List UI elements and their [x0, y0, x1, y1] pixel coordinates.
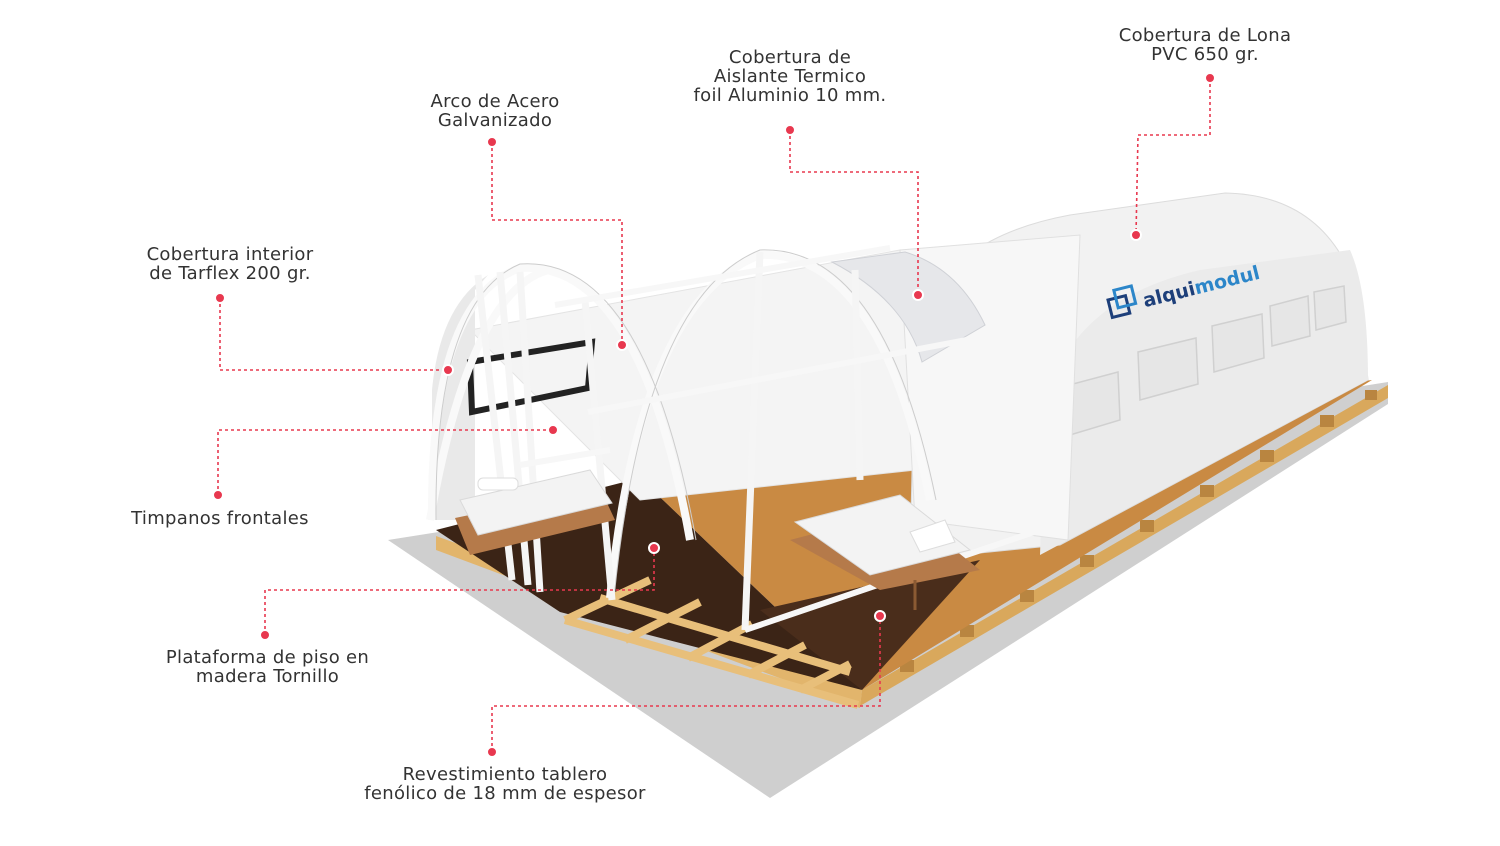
callout-aislante: Cobertura de Aislante Termico foil Alumi… — [660, 48, 920, 105]
callout-line: madera Tornillo — [195, 666, 340, 687]
leader-tarflex — [219, 298, 448, 371]
dot-tarflex-end — [442, 364, 454, 376]
callout-plataforma: Plataforma de piso en madera Tornillo — [135, 648, 400, 686]
dot-revestimiento-top — [486, 746, 498, 758]
callout-line: Arco de Acero — [430, 91, 560, 112]
leader-revestimiento — [491, 616, 881, 752]
callout-line: Plataforma de piso en — [165, 647, 370, 668]
callout-line: Cobertura interior — [146, 244, 314, 265]
callout-line: fenólico de 18 mm de espesor — [364, 783, 646, 804]
callout-line: PVC 650 gr. — [1151, 44, 1259, 65]
dot-timpanos-top — [212, 489, 224, 501]
dot-lona-top — [1204, 72, 1216, 84]
dot-arco-end — [616, 339, 628, 351]
callout-tarflex: Cobertura interior de Tarflex 200 gr. — [110, 245, 350, 283]
bed-right — [790, 494, 980, 610]
leader-timpanos — [217, 429, 553, 495]
steel-arches-outline — [435, 249, 937, 599]
callout-line: foil Aluminio 10 mm. — [693, 85, 887, 106]
dot-plataforma-top — [259, 629, 271, 641]
pallet-blocks — [900, 390, 1377, 672]
tent-windows — [1057, 285, 1347, 439]
callout-revestimiento: Revestimiento tablero fenólico de 18 mm … — [335, 765, 675, 803]
pallet-edge-right — [860, 385, 1388, 706]
floor-framing — [563, 576, 860, 709]
leader-aislante — [789, 130, 919, 295]
dot-tarflex-top — [214, 292, 226, 304]
callout-arco-acero: Arco de Acero Galvanizado — [395, 92, 595, 130]
bed-left — [455, 469, 615, 555]
leader-arco-acero — [491, 142, 623, 345]
dot-arco-top — [486, 136, 498, 148]
callout-line: Cobertura de — [728, 47, 852, 68]
leader-lona-pvc — [1135, 78, 1211, 236]
callout-line: Revestimiento tablero — [402, 764, 608, 785]
callout-dots — [212, 72, 1216, 758]
callout-leaders — [217, 78, 1211, 752]
callout-timpanos: Timpanos frontales — [100, 509, 340, 528]
callout-line: Timpanos frontales — [131, 508, 309, 529]
dot-aislante-end — [912, 289, 924, 301]
floor-dark-front — [760, 560, 980, 690]
dot-plataforma-end — [648, 542, 660, 554]
dot-timpanos-end — [547, 424, 559, 436]
dot-aislante-top — [784, 124, 796, 136]
callout-line: Galvanizado — [437, 110, 553, 131]
callout-line: de Tarflex 200 gr. — [149, 263, 311, 284]
dot-revestimiento-end — [874, 610, 886, 622]
gable-window — [466, 338, 596, 416]
callout-line: Aislante Termico — [713, 66, 867, 87]
callout-line: Cobertura de Lona — [1118, 25, 1292, 46]
callout-lona-pvc: Cobertura de Lona PVC 650 gr. — [1085, 26, 1325, 64]
dot-lona-end — [1130, 229, 1142, 241]
